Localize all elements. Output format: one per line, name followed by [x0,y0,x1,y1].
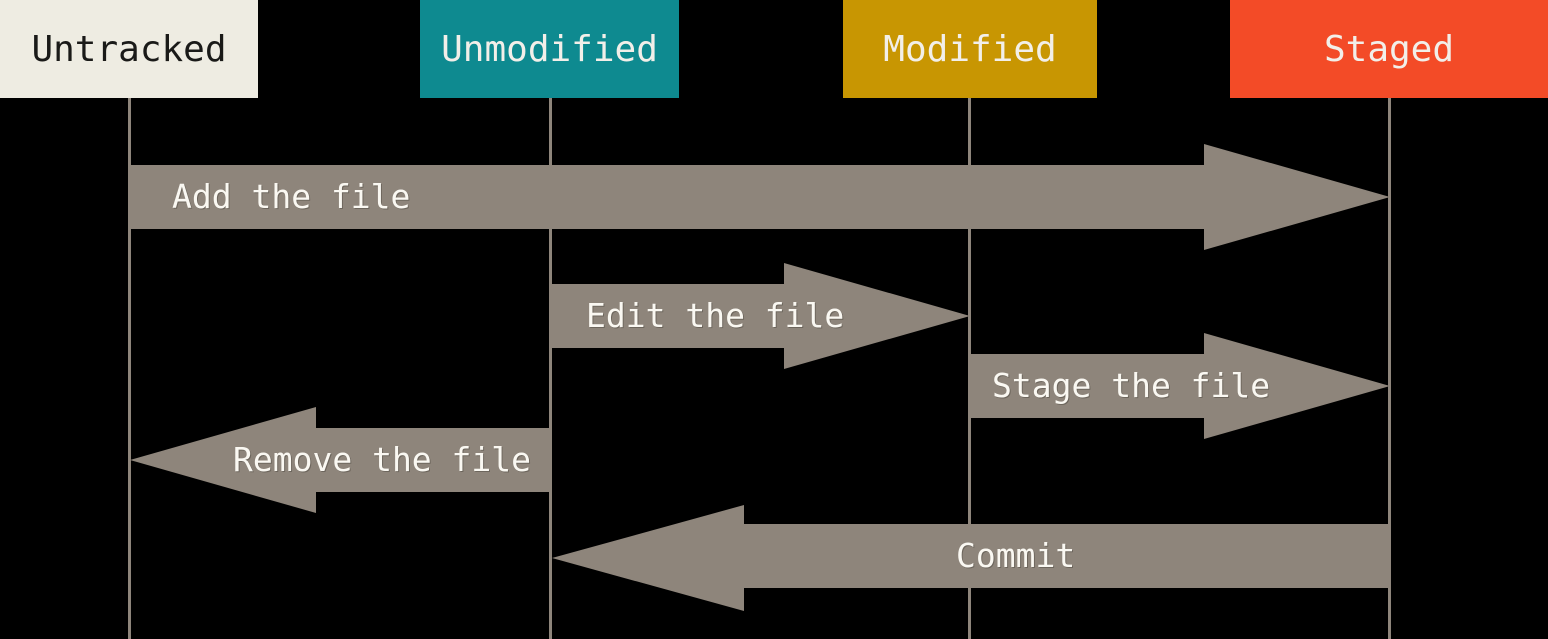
arrow-label-stage-the-file: Stage the file [992,366,1271,405]
arrow-left-icon [130,407,316,513]
state-box-staged: Staged [1230,0,1548,98]
state-label-untracked: Untracked [31,28,227,70]
arrow-label-edit-the-file: Edit the file [586,296,845,335]
arrow-right-icon [784,263,970,369]
arrow-remove-the-file [316,428,551,492]
arrow-edit-the-file [552,284,784,348]
state-label-staged: Staged [1323,28,1455,70]
lifeline-untracked [128,98,131,639]
arrow-commit [744,524,1390,588]
state-box-unmodified: Unmodified [420,0,679,98]
arrow-right-icon [1204,333,1390,439]
arrow-label-add-the-file: Add the file [172,177,411,216]
state-label-modified: Modified [883,28,1057,70]
arrow-label-remove-the-file: Remove the file [233,440,532,479]
state-label-unmodified: Unmodified [441,28,658,70]
arrow-left-icon [552,505,744,611]
arrow-stage-the-file [970,354,1204,418]
state-box-modified: Modified [843,0,1097,98]
arrow-add-the-file [130,165,1204,229]
arrow-label-commit: Commit [956,536,1076,575]
arrow-right-icon [1204,144,1390,250]
state-box-untracked: Untracked [0,0,258,98]
lifeline-unmodified [549,98,552,639]
